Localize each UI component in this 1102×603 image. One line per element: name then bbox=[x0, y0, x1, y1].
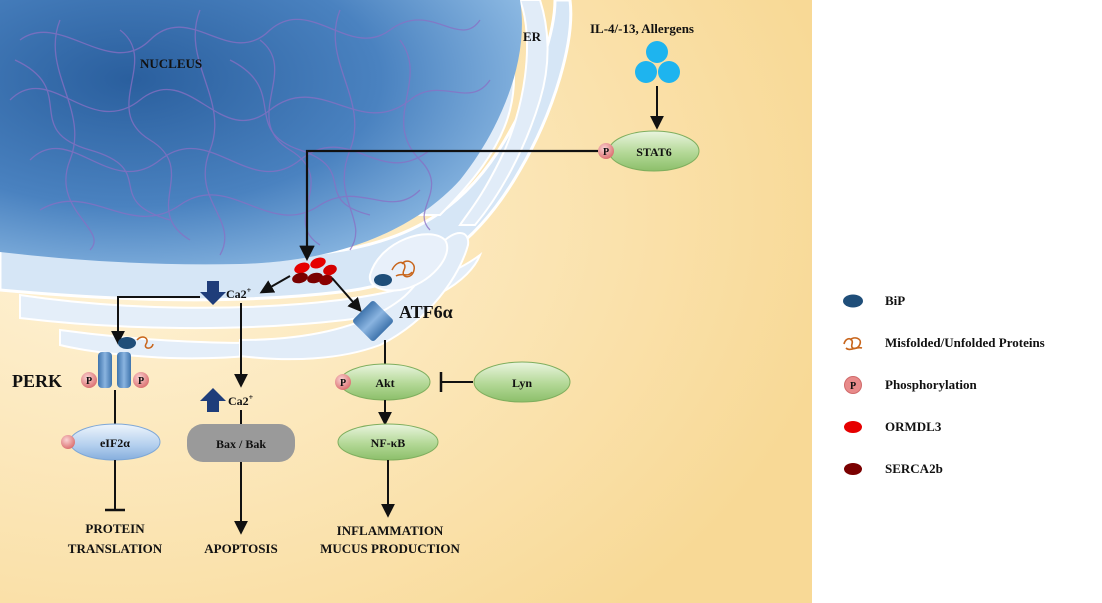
arrow-ca-to-perk bbox=[111, 296, 200, 345]
allergen-cluster bbox=[635, 41, 680, 83]
eif2a-node: eIF2α bbox=[69, 423, 161, 461]
ca-er-label: Ca2+ bbox=[226, 286, 252, 301]
ormdl3-serca2b-cluster bbox=[292, 257, 337, 286]
phospho-icon: P bbox=[844, 376, 862, 394]
akt-phospho-icon: P bbox=[335, 374, 351, 390]
atf6-label: ATF6α bbox=[399, 302, 453, 322]
svg-text:P: P bbox=[86, 376, 92, 387]
eif2a-phospho-icon bbox=[61, 435, 75, 449]
bip-icon bbox=[843, 294, 863, 308]
svg-text:P: P bbox=[850, 381, 856, 392]
ormdl3-icon bbox=[844, 421, 862, 433]
svg-text:STAT6: STAT6 bbox=[636, 145, 672, 159]
mucus-production-label: MUCUS PRODUCTION bbox=[320, 541, 460, 556]
legend-item-ormdl3: ORMDL3 bbox=[840, 416, 1102, 458]
chromatin bbox=[9, 9, 491, 256]
misfolded-protein-icon bbox=[843, 337, 863, 351]
ca-down-arrow-icon bbox=[200, 281, 226, 305]
nucleus-label: NUCLEUS bbox=[140, 56, 202, 71]
legend-item-bip: BiP bbox=[840, 290, 1102, 332]
er-sheet-5 bbox=[458, 0, 549, 226]
ca-cyt-label: Ca2+ bbox=[228, 393, 254, 408]
perk-phospho-left-icon: P bbox=[81, 372, 97, 388]
svg-text:P: P bbox=[603, 147, 609, 158]
misfolded-protein-icon bbox=[391, 260, 415, 278]
svg-text:Lyn: Lyn bbox=[512, 376, 532, 390]
bax-bak-node: Bax / Bak bbox=[187, 424, 295, 462]
perk-bip-icon bbox=[118, 337, 136, 349]
perk-label: PERK bbox=[12, 371, 62, 391]
legend-item-serca2b: SERCA2b bbox=[840, 458, 1102, 500]
nucleus bbox=[0, 0, 522, 265]
arrow-stat6-to-ormdl3 bbox=[299, 149, 598, 262]
stat6-node: STAT6 bbox=[608, 130, 700, 172]
perk-phospho-right-icon: P bbox=[133, 372, 149, 388]
arrow-ormdl3-to-atf6 bbox=[331, 277, 362, 313]
apoptosis-label: APOPTOSIS bbox=[204, 541, 277, 556]
bip-icon bbox=[374, 274, 392, 286]
legend-item-phosphorylation: P Phosphorylation bbox=[840, 374, 1102, 416]
atf6-receptor bbox=[353, 301, 393, 341]
perk-receptor bbox=[98, 352, 131, 388]
stimulus-label: IL-4/-13, Allergens bbox=[590, 21, 694, 36]
lyn-node: Lyn bbox=[473, 361, 571, 403]
arrow-ormdl3-to-ca bbox=[259, 275, 291, 294]
stat6-phospho-icon: P bbox=[598, 143, 614, 159]
svg-text:Bax / Bak: Bax / Bak bbox=[216, 437, 266, 451]
inflammation-label: INFLAMMATION bbox=[337, 523, 444, 538]
svg-text:eIF2α: eIF2α bbox=[100, 436, 130, 450]
svg-text:NF-κB: NF-κB bbox=[371, 436, 406, 450]
akt-node: Akt bbox=[339, 363, 431, 401]
protein-label: PROTEIN bbox=[85, 521, 145, 536]
perk-misfolded-protein-icon bbox=[136, 336, 154, 349]
translation-label: TRANSLATION bbox=[68, 541, 163, 556]
legend: BiP Misfolded/Unfolded Proteins P Phosph… bbox=[840, 290, 1102, 500]
ca-up-arrow-icon bbox=[200, 388, 226, 412]
nfkb-node: NF-κB bbox=[337, 423, 439, 461]
svg-text:P: P bbox=[340, 378, 346, 389]
svg-text:Akt: Akt bbox=[375, 376, 394, 390]
svg-text:P: P bbox=[138, 376, 144, 387]
legend-item-misfolded-proteins: Misfolded/Unfolded Proteins bbox=[840, 332, 1102, 374]
serca2b-icon bbox=[844, 463, 862, 475]
er-label: ER bbox=[523, 29, 542, 44]
